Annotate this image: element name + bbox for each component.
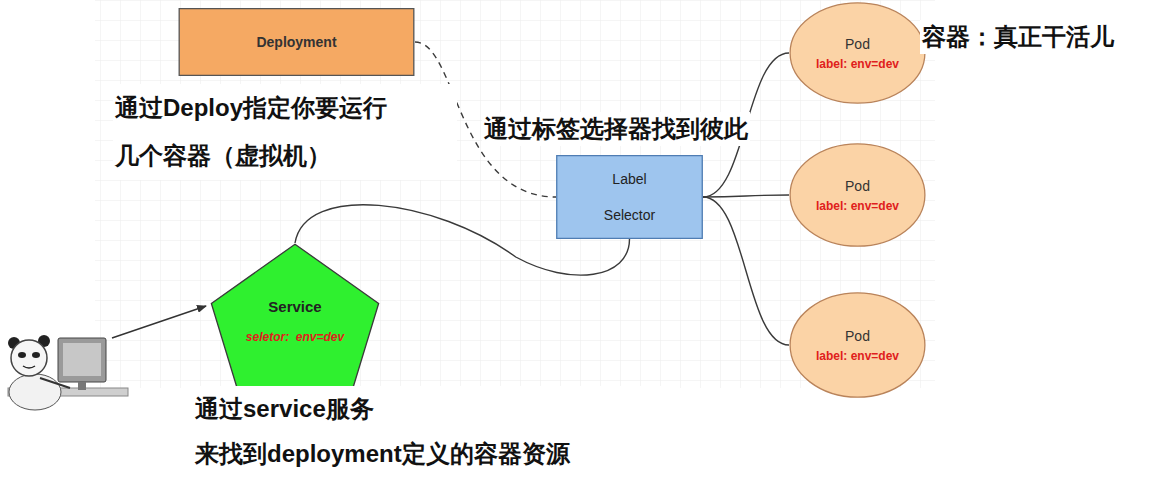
node-title: Pod bbox=[845, 35, 870, 53]
node-label: label: env=dev bbox=[816, 349, 899, 364]
deployment-box: Deployment bbox=[178, 8, 415, 76]
node-title: Service bbox=[268, 297, 321, 316]
node-title: Pod bbox=[845, 327, 870, 345]
service-pentagon-outline bbox=[210, 243, 380, 398]
user-arrow bbox=[112, 306, 206, 338]
selector-box: Label Selector bbox=[556, 155, 703, 239]
service-note: 通过service服务 来找到deployment定义的容器资源 bbox=[193, 386, 667, 476]
pod-circle-outline bbox=[789, 2, 926, 104]
selector-note: 通过标签选择器找到彼此 bbox=[482, 112, 750, 146]
pod-circle: Pod label: env=dev bbox=[789, 292, 926, 398]
connector bbox=[703, 195, 789, 197]
node-label: seletor: env=dev bbox=[246, 330, 344, 345]
service-pentagon: Service seletor: env=dev bbox=[210, 243, 380, 398]
node-title: Deployment bbox=[256, 33, 336, 51]
pod-circle: Pod label: env=dev bbox=[789, 2, 926, 104]
pod-circle-outline bbox=[789, 292, 926, 398]
selector-box-outline bbox=[556, 155, 703, 239]
deploy-note: 通过Deploy指定你要运行 几个容器（虚拟机） bbox=[113, 84, 457, 180]
node-title: Pod bbox=[845, 177, 870, 195]
node-label: label: env=dev bbox=[816, 57, 899, 72]
pod-circle-outline bbox=[789, 143, 926, 247]
connector bbox=[703, 197, 789, 345]
pod-circle: Pod label: env=dev bbox=[789, 143, 926, 247]
node-title: Label Selector bbox=[595, 161, 665, 233]
panda-at-computer bbox=[8, 335, 128, 410]
pod-note: 容器：真正干活儿 bbox=[920, 20, 1116, 54]
node-label: label: env=dev bbox=[816, 199, 899, 214]
